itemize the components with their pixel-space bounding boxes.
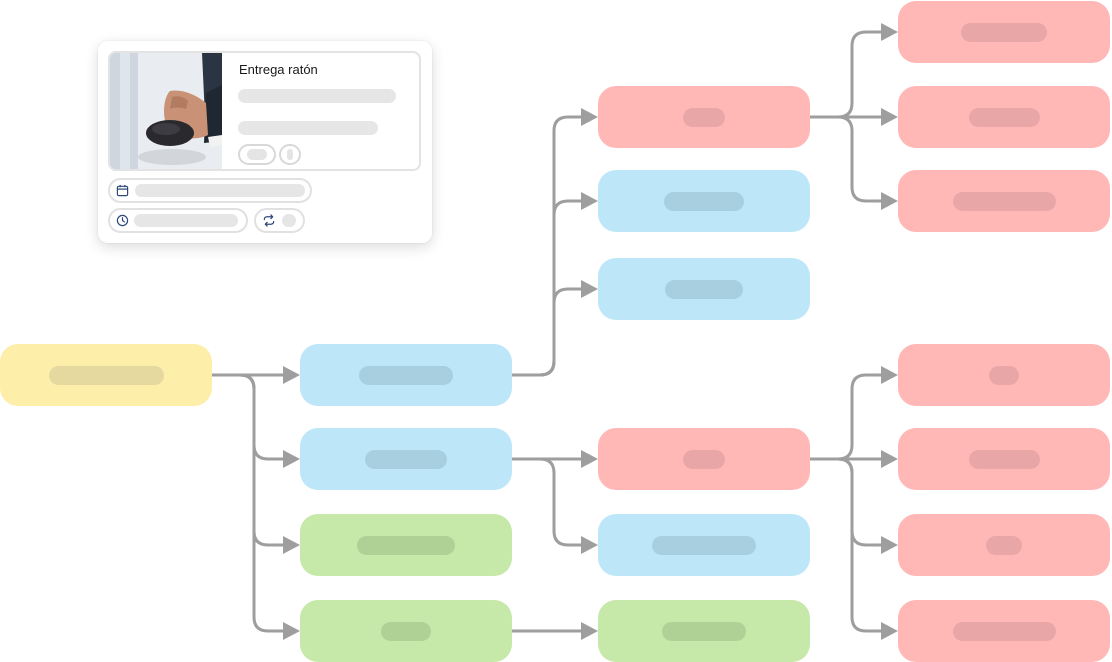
node-label-placeholder [662,621,746,641]
arrowhead [283,536,300,554]
node-level2-c[interactable] [598,258,810,320]
node-level1-b[interactable] [300,428,512,490]
connector-level1-b-to-level2-e [512,457,584,547]
connector-level2-a-to-level3-a [810,30,884,119]
node-level3-g[interactable] [898,600,1110,662]
arrowhead [581,108,598,126]
task-title: Entrega ratón [239,62,318,77]
node-label-placeholder [357,535,455,555]
arrowhead [881,622,898,640]
node-level1-d[interactable] [300,600,512,662]
node-level2-b[interactable] [598,170,810,232]
tag-pill-2[interactable] [279,144,301,165]
connector-level2-d-to-level3-g [810,457,884,633]
arrowhead [581,450,598,468]
connector-root-to-level1-d [212,373,286,633]
task-card[interactable]: Entrega ratón [98,41,432,243]
arrowhead [283,622,300,640]
arrowhead [581,280,598,298]
time-placeholder [134,214,238,227]
node-label-placeholder [665,279,743,299]
node-label-placeholder [989,365,1019,385]
node-level3-e[interactable] [898,428,1110,490]
node-level3-a[interactable] [898,1,1110,63]
calendar-icon [116,184,129,197]
node-level1-c[interactable] [300,514,512,576]
node-label-placeholder [968,449,1040,469]
node-label-placeholder [365,449,447,469]
node-label-placeholder [381,621,431,641]
connector-level1-a-to-level2-a [512,115,584,377]
connector-level2-d-to-level3-f [810,457,884,547]
description-placeholder-1 [238,89,396,103]
connector-level2-d-to-level3-d [810,373,884,461]
node-level2-f[interactable] [598,600,810,662]
arrowhead [881,366,898,384]
node-level1-a[interactable] [300,344,512,406]
arrowhead [581,192,598,210]
node-label-placeholder [48,365,164,385]
node-label-placeholder [359,365,453,385]
node-level3-b[interactable] [898,86,1110,148]
repeat-icon [263,214,275,227]
node-label-placeholder [986,535,1022,555]
clock-icon [116,214,129,227]
due-date-placeholder [135,184,305,197]
recurrence-placeholder [282,214,296,227]
description-placeholder-2 [238,121,378,135]
arrowhead [881,23,898,41]
node-level3-d[interactable] [898,344,1110,406]
node-root[interactable] [0,344,212,406]
node-label-placeholder [683,449,725,469]
arrowhead [581,536,598,554]
connector-root-to-level1-b [212,373,286,461]
arrowhead [283,366,300,384]
node-level3-c[interactable] [898,170,1110,232]
recurrence-chip[interactable] [254,208,305,233]
node-label-placeholder [968,107,1040,127]
due-date-chip[interactable] [108,178,312,203]
hand-on-mouse-photo [110,53,222,169]
node-label-placeholder [961,22,1047,42]
arrowhead [283,450,300,468]
arrowhead [881,192,898,210]
arrowhead [581,622,598,640]
node-level2-e[interactable] [598,514,810,576]
node-label-placeholder [683,107,725,127]
arrowhead [881,536,898,554]
arrowhead [881,108,898,126]
node-level2-d[interactable] [598,428,810,490]
tag-pill-1[interactable] [238,144,276,165]
connector-level1-a-to-level2-c [512,287,584,377]
node-label-placeholder [652,535,756,555]
node-label-placeholder [664,191,744,211]
node-level2-a[interactable] [598,86,810,148]
task-card-header: Entrega ratón [108,51,421,171]
time-chip[interactable] [108,208,248,233]
node-label-placeholder [952,191,1056,211]
arrowhead [881,450,898,468]
node-label-placeholder [952,621,1056,641]
node-level3-f[interactable] [898,514,1110,576]
connector-level2-a-to-level3-c [810,115,884,203]
